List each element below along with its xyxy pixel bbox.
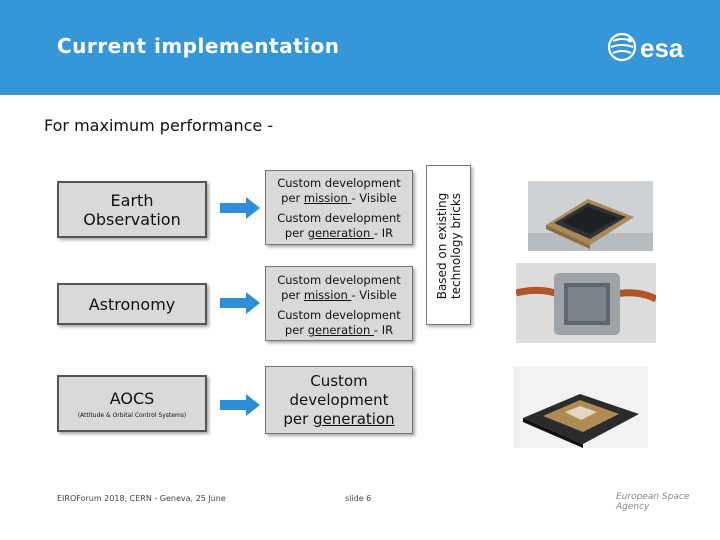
development-box-earth: Custom development per mission - Visible… <box>265 170 413 245</box>
right-arrow-icon <box>220 394 260 416</box>
dev-lead: Custom development <box>277 211 401 225</box>
esa-logo-text: esa <box>640 33 684 63</box>
dev-link-generation: generation <box>313 410 395 428</box>
category-label: Earth Observation <box>83 190 181 229</box>
esa-logo-icon: esa <box>607 32 684 63</box>
dev-lead: Custom development <box>277 308 401 322</box>
dev-link-mission: mission <box>303 288 352 302</box>
dev-lead: Custom development <box>277 176 401 190</box>
dev-line-1: Custom <box>310 372 368 390</box>
category-sublabel: (Attitude & Orbital Control Systems) <box>77 411 187 419</box>
development-box-astronomy: Custom development per mission - Visible… <box>265 266 413 341</box>
dev-detail: per generation - IR <box>284 323 394 337</box>
category-astronomy: Astronomy <box>57 283 207 325</box>
dev-lead: Custom development <box>277 273 401 287</box>
detector-photo-1 <box>528 181 653 251</box>
category-aocs: AOCS (Attitude & Orbital Control Systems… <box>57 375 207 432</box>
technology-bricks-note: Based on existing technology bricks <box>426 165 471 325</box>
vertical-note-text: Based on existing technology bricks <box>435 192 463 300</box>
dev-detail: per mission - Visible <box>281 288 397 302</box>
detector-photo-3 <box>513 366 648 448</box>
category-label: Astronomy <box>88 294 176 314</box>
right-arrow-icon <box>220 197 260 219</box>
detector-photo-2 <box>516 263 656 343</box>
footer-agency-name: European Space Agency <box>616 492 690 512</box>
right-arrow-icon <box>220 292 260 314</box>
footer-slide-number: slide 6 <box>345 494 372 503</box>
slide-title: Current implementation <box>57 34 340 58</box>
development-box-aocs: Custom development per generation <box>265 366 413 434</box>
dev-detail: per mission - Visible <box>281 191 397 205</box>
dev-detail: per generation - IR <box>284 226 394 240</box>
category-earth-observation: Earth Observation <box>57 181 207 238</box>
dev-line-2: development <box>289 391 389 409</box>
category-label: AOCS <box>109 388 155 408</box>
dev-link-generation: generation <box>307 226 374 240</box>
section-subtitle: For maximum performance - <box>44 116 274 135</box>
footer-event: EIROForum 2018, CERN - Geneva, 25 June <box>57 494 226 503</box>
header-bar: Current implementation esa <box>0 0 720 95</box>
dev-link-generation: generation <box>307 323 374 337</box>
dev-link-mission: mission <box>303 191 352 205</box>
dev-line-3: per generation <box>283 410 395 428</box>
